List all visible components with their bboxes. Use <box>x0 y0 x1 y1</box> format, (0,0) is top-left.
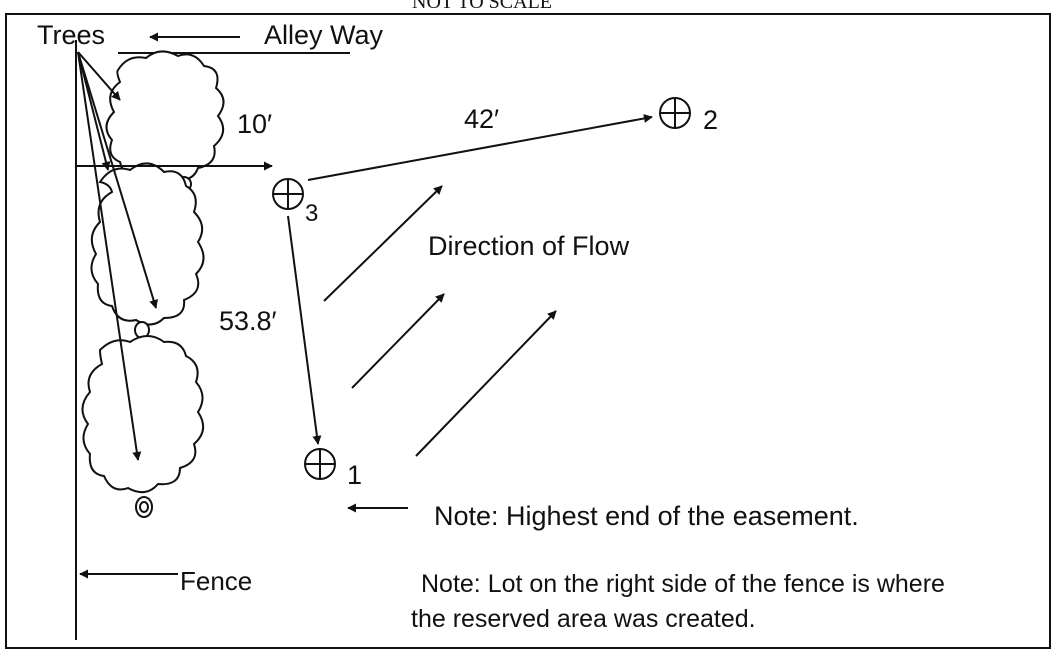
tree-pointer-3 <box>77 51 158 309</box>
note-highest-end: Note: Highest end of the easement. <box>434 501 859 531</box>
point-2-marker-icon <box>659 97 691 129</box>
direction-of-flow-label: Direction of Flow <box>428 231 630 261</box>
tree-pointer-1 <box>77 51 121 101</box>
trees-label: Trees <box>37 20 106 50</box>
point-1-label: 1 <box>347 460 363 490</box>
distance-label-42ft: 42′ <box>464 104 500 134</box>
distance-arrow-42ft <box>307 114 653 181</box>
point-1-marker-icon <box>304 448 336 480</box>
flow-arrow-3 <box>415 310 557 457</box>
tree-middle <box>90 162 205 339</box>
point-3-label: 3 <box>305 200 319 227</box>
frame-border <box>5 13 1051 649</box>
flow-arrow-2 <box>351 293 445 389</box>
point-3-marker-icon <box>272 178 304 210</box>
distance-label-10ft: 10′ <box>237 109 273 139</box>
note-lot-line-1: Note: Lot on the right side of the fence… <box>421 570 945 598</box>
distance-arrow-53-8ft <box>287 215 322 445</box>
scale-note: NOT TO SCALE <box>412 0 553 13</box>
tree-pointer-4 <box>77 51 142 461</box>
note-lot-line-2: the reserved area was created. <box>411 605 756 633</box>
alley-way-label: Alley Way <box>264 20 384 50</box>
point-2-label: 2 <box>703 105 719 135</box>
fence-label: Fence <box>180 566 253 596</box>
distance-label-53-8ft: 53.8′ <box>219 306 277 336</box>
tree-bottom <box>81 335 205 518</box>
flow-arrow-1 <box>323 185 443 302</box>
